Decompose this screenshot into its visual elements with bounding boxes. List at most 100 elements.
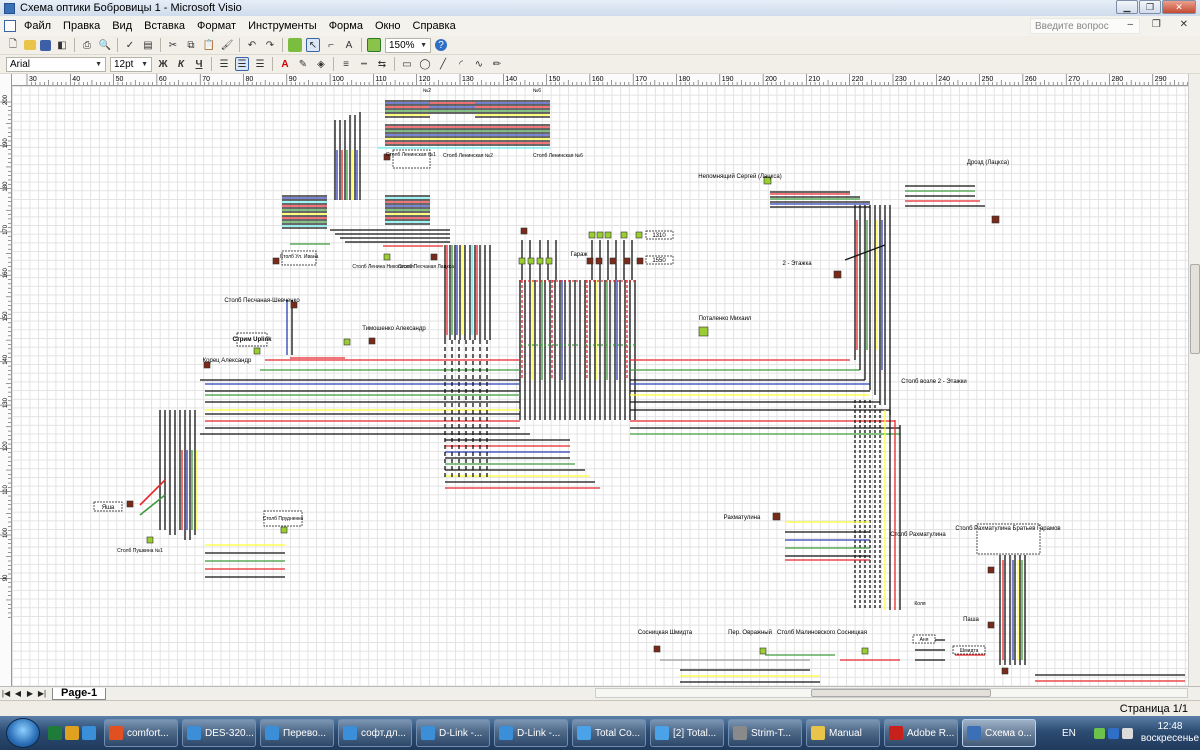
zoom-value: 150% (389, 39, 415, 51)
copy-icon[interactable]: ⧉ (187, 39, 195, 51)
menu-view[interactable]: Вид (112, 20, 133, 32)
menu-format[interactable]: Формат (197, 20, 237, 32)
task-dlink2[interactable]: D-Link -... (494, 719, 568, 747)
restore-button[interactable]: ❐ (1139, 0, 1161, 14)
page-tab[interactable]: Page-1 (52, 687, 107, 700)
menu-edit[interactable]: Правка (63, 20, 101, 32)
font-color-icon[interactable]: A (281, 58, 289, 70)
window-controls: ▁ ❐ ✕ (1116, 0, 1196, 14)
line-tool-icon[interactable]: ╱ (439, 58, 447, 70)
freeform-tool-icon[interactable]: ∿ (474, 58, 484, 70)
network-icon[interactable] (1093, 727, 1105, 739)
task-visio[interactable]: Схема о... (962, 719, 1036, 747)
visio-app-icon[interactable] (4, 2, 15, 14)
rectangle-tool-icon[interactable]: ▭ (402, 58, 412, 70)
horizontal-scrollbar[interactable] (595, 688, 1188, 698)
italic-button[interactable]: К (177, 58, 185, 70)
ruler-label: 170 (635, 76, 647, 83)
cut-icon[interactable]: ✂ (168, 39, 178, 51)
line-pattern-icon[interactable]: ┅ (360, 58, 368, 70)
explorer-icon[interactable] (82, 726, 96, 740)
drawing-canvas[interactable]: Столб Ленинская №1 Столб Ленинская №2 Ст… (12, 86, 1188, 686)
pan-zoom-icon[interactable] (367, 38, 381, 52)
task-strim[interactable]: Strim-T... (728, 719, 802, 747)
task-comfort[interactable]: comfort... (104, 719, 178, 747)
align-left-icon[interactable]: ☰ (219, 58, 229, 70)
bold-button[interactable]: Ж (158, 58, 168, 70)
task-dlink1[interactable]: D-Link -... (416, 719, 490, 747)
new-document-icon[interactable]: 🗋 (8, 38, 18, 50)
document-icon[interactable] (4, 20, 16, 32)
undo-icon[interactable]: ↶ (247, 39, 257, 51)
ellipse-tool-icon[interactable]: ◯ (419, 58, 431, 70)
research-icon[interactable]: ▤ (143, 39, 153, 51)
vertical-scrollbar[interactable] (1188, 74, 1200, 686)
zoom-select[interactable]: 150%▼ (385, 37, 431, 53)
redo-icon[interactable]: ↷ (265, 39, 275, 51)
task-totalcmd[interactable]: Total Co... (572, 719, 646, 747)
minimize-button[interactable]: ▁ (1116, 0, 1138, 14)
align-center-icon[interactable]: ☰ (235, 57, 249, 71)
connector-tool-icon[interactable]: ⌐ (328, 39, 334, 51)
line-weight-icon[interactable]: ≡ (343, 58, 349, 70)
language-indicator[interactable]: EN (1062, 727, 1076, 739)
line-ends-icon[interactable]: ⇆ (377, 58, 387, 70)
print-icon[interactable]: ⎙ (83, 39, 91, 51)
next-page-icon[interactable]: ▶ (26, 688, 34, 698)
arc-tool-icon[interactable]: ◜ (459, 58, 463, 70)
task-label: Strim-T... (751, 727, 791, 739)
underline-button[interactable]: Ч (195, 58, 203, 70)
horizontal-scroll-thumb[interactable] (811, 689, 991, 697)
document-window-controls[interactable]: ‒ ❐ ✕ (1127, 19, 1196, 30)
permission-icon[interactable]: ◧ (57, 39, 67, 51)
label-rakhmatulina: Рахматулина (724, 515, 761, 521)
menu-insert[interactable]: Вставка (144, 20, 186, 32)
clock[interactable]: 12:48 воскресенье (1141, 721, 1199, 745)
label-kolya: Коля (914, 601, 926, 607)
last-page-icon[interactable]: ▶| (37, 688, 47, 698)
task-label: [2] Total... (673, 727, 717, 739)
task-des[interactable]: DES-320... (182, 719, 256, 747)
excel-icon[interactable] (48, 726, 62, 740)
task-soft[interactable]: софт.дл... (338, 719, 412, 747)
label-pole-pesch-shev: Столб Песчаная-Шевченко (224, 298, 300, 304)
media-player-icon[interactable] (65, 726, 79, 740)
task-translate[interactable]: Перево... (260, 719, 334, 747)
help-search-input[interactable]: Введите вопрос (1030, 18, 1140, 34)
menu-file[interactable]: Файл (24, 20, 52, 32)
task-totalcmd2[interactable]: [2] Total... (650, 719, 724, 747)
format-painter-icon[interactable]: 🖌 (220, 39, 234, 51)
pencil-tool-icon[interactable]: ✏ (492, 58, 502, 70)
text-tool-icon[interactable]: A (345, 39, 353, 51)
open-folder-icon[interactable] (24, 40, 36, 50)
task-manual[interactable]: Manual (806, 719, 880, 747)
font-size-select[interactable]: 12pt▼ (110, 56, 152, 72)
menu-tools[interactable]: Инструменты (248, 20, 317, 32)
menu-window[interactable]: Окно (374, 20, 401, 32)
spelling-icon[interactable]: ✓ (125, 39, 135, 51)
line-color-icon[interactable]: ✎ (298, 58, 308, 70)
first-page-icon[interactable]: |◀ (1, 688, 11, 698)
shapes-icon[interactable] (288, 38, 302, 52)
vertical-scroll-thumb[interactable] (1190, 264, 1200, 354)
help-icon[interactable]: ? (435, 39, 447, 51)
close-button[interactable]: ✕ (1162, 0, 1196, 14)
task-adobe[interactable]: Adobe R... (884, 719, 958, 747)
pointer-tool-icon[interactable]: ↖ (306, 38, 320, 52)
print-preview-icon[interactable]: 🔍 (98, 39, 112, 51)
volume-icon[interactable] (1121, 727, 1133, 739)
paste-icon[interactable]: 📋 (202, 39, 216, 51)
save-icon[interactable] (40, 39, 51, 51)
fill-color-icon[interactable]: ◈ (317, 58, 325, 70)
menu-shape[interactable]: Форма (328, 20, 363, 32)
bluetooth-icon[interactable] (1107, 727, 1119, 739)
align-right-icon[interactable]: ☰ (255, 58, 265, 70)
fiber-optic-diagram[interactable]: Столб Ленинская №1 Столб Ленинская №2 Ст… (12, 86, 1188, 686)
prev-page-icon[interactable]: ◀ (14, 688, 22, 698)
start-button[interactable] (6, 718, 40, 748)
terminal-icon (733, 726, 747, 740)
menu-help[interactable]: Справка (412, 20, 456, 32)
font-select[interactable]: Arial▼ (6, 56, 106, 72)
